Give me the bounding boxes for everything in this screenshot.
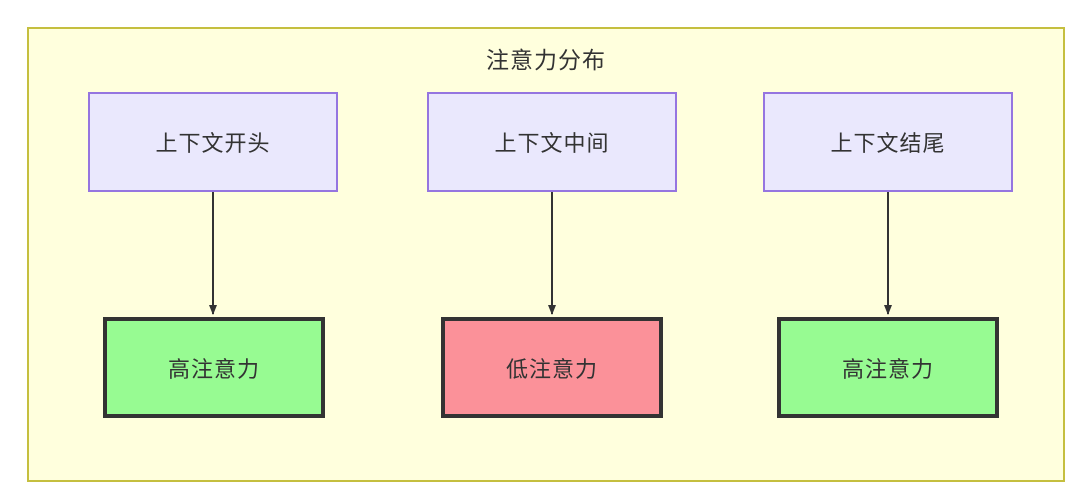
node-attn-high-start[interactable]: 高注意力 xyxy=(103,317,325,418)
node-attn-high-start-label: 高注意力 xyxy=(167,356,260,382)
node-ctx-end[interactable]: 上下文结尾 xyxy=(763,92,1013,192)
node-ctx-middle[interactable]: 上下文中间 xyxy=(427,92,677,192)
node-attn-low-middle[interactable]: 低注意力 xyxy=(441,317,663,418)
node-attn-low-middle-label: 低注意力 xyxy=(505,356,598,382)
node-attn-high-end-label: 高注意力 xyxy=(841,356,934,382)
diagram-title: 注意力分布 xyxy=(486,47,606,73)
node-ctx-end-label: 上下文结尾 xyxy=(830,131,946,156)
node-ctx-start-label: 上下文开头 xyxy=(155,131,271,156)
node-ctx-start[interactable]: 上下文开头 xyxy=(88,92,338,192)
node-ctx-middle-label: 上下文中间 xyxy=(494,131,610,156)
node-attn-high-end[interactable]: 高注意力 xyxy=(777,317,999,418)
